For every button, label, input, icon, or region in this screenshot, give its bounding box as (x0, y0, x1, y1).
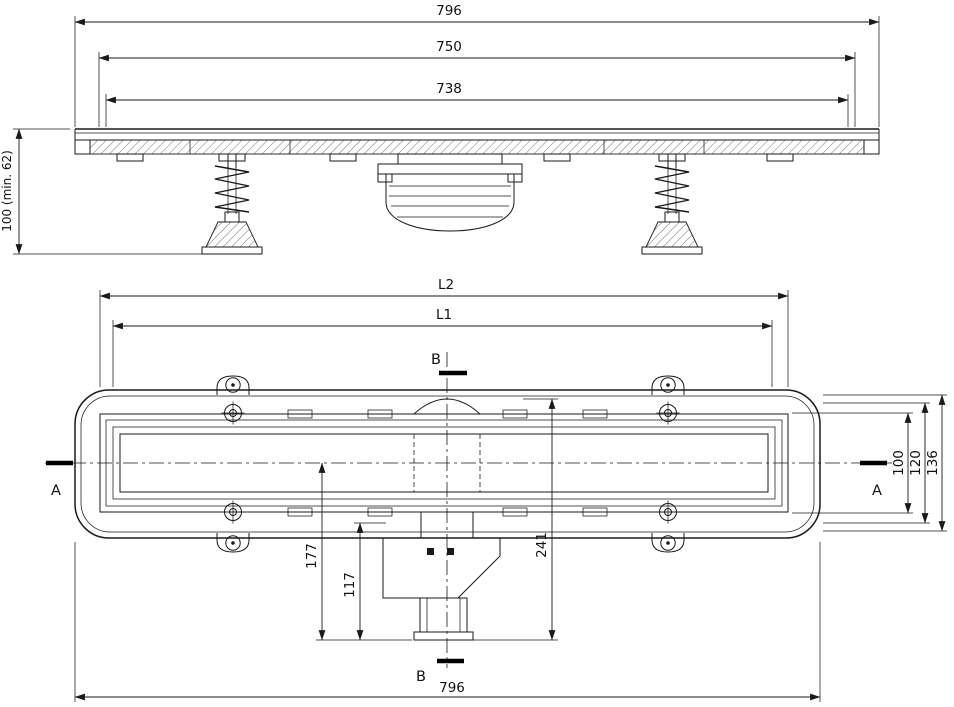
adjustment-screw (221, 401, 245, 425)
body-outline (74, 389, 821, 539)
elevation-view: 796 750 738 (0, 3, 880, 255)
dim-label-117: 117 (342, 572, 358, 598)
outlet-plan (382, 537, 501, 641)
mounting-ear-bottom-left (216, 532, 250, 553)
section-b-top-marker: B (431, 352, 467, 376)
grate-clip (367, 409, 393, 419)
dim-label-l2: L2 (438, 277, 454, 293)
grate-clip (287, 507, 313, 517)
grate-clip (287, 409, 313, 419)
dim-796-top: 796 (74, 3, 880, 127)
dim-label-241: 241 (534, 532, 550, 558)
mounting-lug (218, 153, 246, 162)
grate-clip (502, 409, 528, 419)
dim-label-796-bottom: 796 (439, 680, 465, 696)
adjustment-screw (656, 500, 680, 524)
mounting-ear-top-left (216, 375, 250, 396)
dim-241: 241 (473, 398, 558, 641)
channel-elevation (74, 128, 880, 162)
adjustable-foot-left (201, 153, 263, 255)
dim-120: 120 (823, 402, 930, 524)
dim-l1: L1 (112, 307, 773, 387)
dim-117: 117 (342, 522, 386, 641)
dim-label-height: 100 (min. 62) (0, 150, 14, 232)
section-b-bottom-marker: B (416, 658, 464, 685)
section-label-b-top: B (431, 352, 441, 368)
grate-clip (582, 507, 608, 517)
outlet-screw (447, 548, 454, 555)
trap-flange-arc (413, 398, 481, 415)
dim-label-750: 750 (436, 39, 462, 55)
channel-plan (99, 398, 789, 538)
mounting-ear-bottom-right (651, 532, 685, 553)
dim-label-177: 177 (304, 543, 320, 569)
dim-label-738: 738 (436, 81, 462, 97)
section-label-a-right: A (872, 483, 882, 499)
dim-100: 100 (792, 412, 913, 514)
dim-796-bottom: 796 (74, 542, 821, 702)
section-label-a-left: A (51, 483, 61, 499)
mounting-lug (658, 153, 686, 162)
adjustable-foot-right (641, 153, 703, 255)
section-label-b-bottom: B (416, 669, 426, 685)
dim-738: 738 (105, 81, 849, 127)
plan-view: L2 L1 B (45, 277, 947, 702)
mounting-lug (766, 153, 794, 162)
mounting-lug (116, 153, 144, 162)
grate-clip (582, 409, 608, 419)
dim-label-100: 100 (891, 450, 907, 476)
dim-label-120: 120 (908, 450, 924, 476)
mounting-lug (329, 153, 357, 162)
dim-label-136: 136 (925, 450, 941, 476)
grate-clip (367, 507, 393, 517)
section-a-left-marker: A (46, 460, 73, 499)
dim-label-796-top: 796 (436, 3, 462, 19)
dim-height: 100 (min. 62) (0, 128, 208, 255)
adjustment-screw (656, 401, 680, 425)
dim-l2: L2 (99, 277, 789, 387)
dim-136: 136 (823, 394, 947, 532)
dim-177: 177 (304, 462, 412, 641)
dim-750: 750 (98, 39, 856, 127)
trap-elevation (377, 153, 523, 232)
grate-clip (502, 507, 528, 517)
adjustment-screw (221, 500, 245, 524)
dim-label-l1: L1 (436, 307, 452, 323)
outlet-pipe-lip (413, 631, 474, 641)
mounting-ear-top-right (651, 375, 685, 396)
mounting-lug (543, 153, 571, 162)
section-a-right-marker: A (860, 460, 887, 499)
outlet-screw (427, 548, 434, 555)
